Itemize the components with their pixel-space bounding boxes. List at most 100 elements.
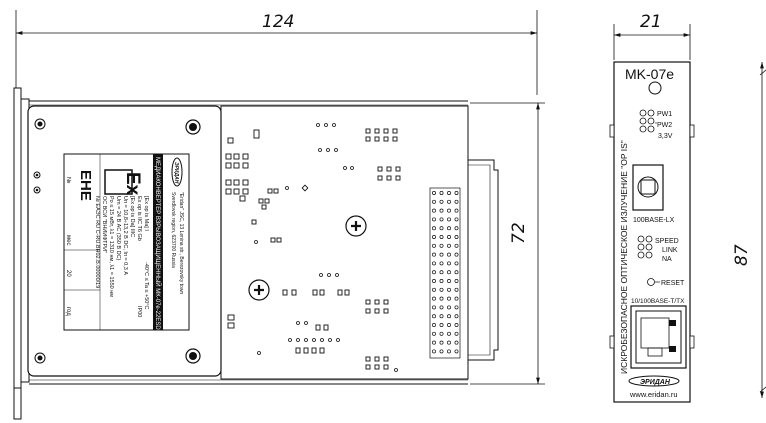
connector-pin xyxy=(447,235,451,239)
connector-pin xyxy=(454,349,459,354)
label-year-prefix: 20 xyxy=(65,270,71,277)
eac-mark: ЕНЕ xyxy=(77,170,94,201)
label-year: год xyxy=(65,307,71,316)
connector-pin xyxy=(432,270,436,275)
connector-pin xyxy=(454,340,459,345)
connector-pin xyxy=(439,208,444,213)
connector-pin xyxy=(454,208,459,213)
connector-pin xyxy=(432,191,436,195)
connector-pin xyxy=(439,235,444,239)
connector-pin xyxy=(454,314,459,319)
reset-label: RESET xyxy=(661,280,685,287)
connector-pin xyxy=(454,235,459,239)
connector-pin xyxy=(447,287,451,292)
dimension-height-label: 72 xyxy=(509,222,529,244)
label-marking-1: [Ex op is Ma] I xyxy=(143,196,149,231)
connector-pin xyxy=(454,296,459,301)
connector-pin xyxy=(439,296,444,301)
label-um: Um = 24 В AC (350 В DC) xyxy=(115,196,121,261)
eth-port-label: 10/100BASE-T/TX xyxy=(631,298,685,305)
connector-pin xyxy=(454,199,459,204)
ex-mark: Ex xyxy=(122,172,143,196)
led-3v3: 3,3V xyxy=(658,133,673,140)
connector-pin xyxy=(439,287,444,292)
label-maker-1: "Eridan" JSC, 13 Lenina str., Berezovsky… xyxy=(178,192,184,294)
connector-pin xyxy=(439,323,444,327)
label-number: № xyxy=(65,177,72,183)
label-month: мес xyxy=(65,235,71,245)
front-brand: ЭРИДАН xyxy=(640,379,671,386)
led-na: NA xyxy=(662,256,672,263)
connector-pin xyxy=(439,261,444,266)
connector-pin xyxy=(439,252,444,257)
connector-pin xyxy=(439,279,444,283)
label-title: МЕДИАКОНВЕРТЕР ВЗРЫВОЗАЩИЩЕННЫЙ МК-07е-2… xyxy=(154,157,162,330)
connector-pin xyxy=(447,252,451,257)
connector-pin xyxy=(447,261,451,266)
connector-pin xyxy=(454,243,459,248)
reset-button[interactable] xyxy=(647,278,655,286)
label-marking-2: Ex op is IIC T6 Gb xyxy=(136,196,142,241)
connector-pin xyxy=(454,191,459,195)
connector-pin xyxy=(454,252,459,257)
connector-pin xyxy=(439,314,444,319)
connector-pin xyxy=(432,235,436,239)
label-cert-no: № ЕАЭС RU C-RU.ВН02.В.00000/19 xyxy=(94,196,100,288)
connector-pin xyxy=(432,296,436,301)
label-power: Uп = 10,8÷13,2 В DC, Iп = 0,3 A xyxy=(122,196,128,275)
label-po: Po ≤ 15 мВт, λ1 = 1310 нм, λ1 = 1550 нм xyxy=(108,196,114,297)
connector-pin xyxy=(432,243,436,248)
connector-pin xyxy=(454,331,459,336)
front-vertical-text: ИСКРОБЕЗОПАСНОЕ ОПТИЧЕСКОЕ ИЗЛУЧЕНИЕ "OP… xyxy=(619,140,629,374)
connector-pin xyxy=(439,199,444,204)
connector-pin xyxy=(447,279,451,283)
connector-pin xyxy=(447,199,451,204)
connector-pin xyxy=(439,243,444,248)
certification-label: Ex ЕНЕ ЭРИДАН МЕДИАКОНВЕРТЕР ВЗРЫВОЗАЩИЩ… xyxy=(63,153,190,331)
connector-pin xyxy=(454,226,459,231)
connector-pin xyxy=(454,261,459,266)
led-pw2: PW2 xyxy=(657,122,672,129)
connector-pin xyxy=(432,261,436,266)
connector-pin xyxy=(447,208,451,213)
connector-pin xyxy=(432,226,436,231)
label-brand: ЭРИДАН xyxy=(173,162,179,184)
connector-pin xyxy=(432,331,436,336)
connector-pin xyxy=(454,217,459,222)
connector-pin xyxy=(439,226,444,231)
led-link: LINK xyxy=(662,247,678,254)
led-speed: SPEED xyxy=(655,238,679,245)
label-marking-3: [Ex op is Da] IIIC xyxy=(129,196,135,237)
connector-pin xyxy=(447,340,451,345)
ethernet-port[interactable] xyxy=(630,305,687,369)
connector-pin xyxy=(454,305,459,310)
connector-pin xyxy=(447,331,451,336)
connector-pin xyxy=(432,349,436,354)
connector-pin xyxy=(447,296,451,301)
dimension-front-height-label: 87 xyxy=(732,244,752,266)
label-maker-2: Sverdlovsk region, 623700 Russia xyxy=(170,192,176,268)
connector-pin xyxy=(447,217,451,222)
connector-pin xyxy=(439,349,444,354)
pcb-components xyxy=(225,123,461,372)
connector-pin xyxy=(447,349,451,354)
fiber-port-label: 100BASE-LX xyxy=(633,217,675,224)
connector-pin xyxy=(432,208,436,213)
connector-pin xyxy=(432,287,436,292)
dimension-height: 72 xyxy=(470,102,545,385)
connector-pin xyxy=(439,305,444,310)
connector-pin xyxy=(447,305,451,310)
fiber-port[interactable] xyxy=(632,164,664,211)
connector-pin xyxy=(447,191,451,195)
connector-pin xyxy=(432,279,436,283)
connector-pin xyxy=(432,252,436,257)
connector-pin xyxy=(439,191,444,195)
connector-pin xyxy=(432,199,436,204)
connector-pin xyxy=(439,340,444,345)
connector-pin xyxy=(432,323,436,327)
dimension-front-width-label: 21 xyxy=(640,12,662,32)
status-leds xyxy=(637,235,653,259)
connector-pin xyxy=(447,314,451,319)
power-leds xyxy=(639,109,655,133)
